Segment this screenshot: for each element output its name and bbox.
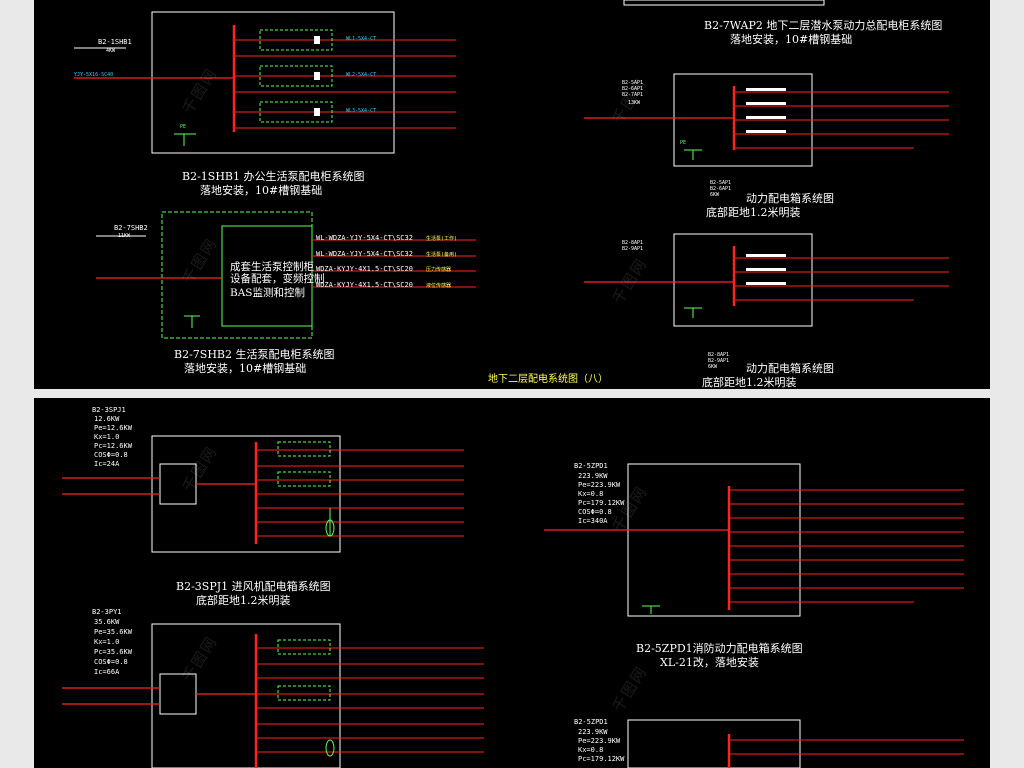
diag6-param: Pe=12.6KW	[94, 424, 132, 432]
diag4-install: 落地安装，10#槽钢基础	[184, 362, 307, 375]
diag9-param: Pc=179.12KW	[578, 755, 625, 763]
diag7-param: Pe=223.9KW	[578, 481, 621, 489]
diag4-tag: B2-7SHB2	[114, 224, 148, 232]
diag7-param: COSΦ=0.8	[578, 508, 612, 516]
diag9-param: Pe=223.9KW	[578, 737, 621, 745]
diag5-install: 底部距地1.2米明装	[702, 376, 797, 389]
drawing-panel-top: B2-1SHB1 4KW YJY-5X16-SC40 WL1-5X4-CT WL…	[34, 0, 990, 389]
diag1-branch-cable: WL2-5X4-CT	[346, 72, 377, 78]
diag9-param: Kx=0.8	[578, 746, 604, 754]
diag8-param: Ic=66A	[94, 668, 120, 676]
diag9-tag: B2-5ZPD1	[574, 718, 608, 726]
diag6-param: Ic=24A	[94, 460, 120, 468]
drawing-panel-bottom: B2-3SPJ1 12.6KW Pe=12.6KW Kx=1.0 Pc=12.6…	[34, 398, 990, 768]
diag8-param: 35.6KW	[94, 618, 120, 626]
diag8-param: Pc=35.6KW	[94, 648, 132, 656]
diag8-tag: B2-3PY1	[92, 608, 122, 616]
diag2-tag: B2-5AP1	[622, 80, 644, 86]
diag4-inner-line: 设备配套，变频控制	[230, 273, 325, 285]
diag1-incoming-label: YJY-5X16-SC40	[74, 72, 114, 78]
bottom-wiring-svg	[62, 435, 964, 768]
diag8-param: Pe=35.6KW	[94, 628, 132, 636]
diag6-tag: B2-3SPJ1	[92, 406, 126, 414]
diag9-param: 223.9KW	[578, 728, 608, 736]
diag6-param: COSΦ=0.8	[94, 451, 128, 459]
sheet-title: 地下二层配电系统图（八）	[488, 374, 608, 385]
diag2-caption: B2-7WAP2 地下二层潜水泵动力总配电柜系统图	[704, 19, 943, 32]
diag5-kw: 6KW	[708, 364, 718, 370]
diag7-caption: B2-5ZPD1消防动力配电箱系统图	[636, 642, 803, 655]
diag4-inner-line: BAS监测和控制	[230, 287, 305, 299]
diag4-cable: WDZA-KYJY-4X1.5-CT\SC20	[316, 281, 413, 289]
diag7-param: 223.9KW	[578, 472, 608, 480]
diag4-load: 生活泵(工作)	[426, 236, 458, 242]
diag4-load: 液位传感器	[426, 283, 452, 289]
diag6-param: Pc=12.6KW	[94, 442, 132, 450]
diag2-install: 落地安装，10#槽钢基础	[730, 33, 853, 46]
diag4-load: 压力传感器	[426, 267, 452, 273]
top-wiring-svg	[74, 0, 949, 339]
diag1-kw: 4KW	[106, 48, 116, 54]
diag6-caption: B2-3SPJ1 进风机配电箱系统图	[176, 580, 331, 593]
diag7-install: XL-21改，落地安装	[660, 656, 759, 669]
diag7-param: Pc=179.12KW	[578, 499, 625, 507]
diag1-branch-cable: WL3-5X4-CT	[346, 108, 377, 114]
diag3-caption: 动力配电箱系统图	[746, 192, 834, 205]
diag5-side-tag: B2-9AP1	[622, 246, 644, 252]
diag1-install: 落地安装，10#槽钢基础	[200, 184, 323, 197]
diag6-param: Kx=1.0	[94, 433, 120, 441]
diag4-cable: WL-WDZA-YJY-5X4-CT\SC32	[316, 250, 413, 258]
diag4-kw: 11KW	[118, 233, 131, 239]
diag5-tag: B2-9AP1	[708, 358, 730, 364]
diag7-param: Ic=340A	[578, 517, 608, 525]
diag5-side-tag: B2-8AP1	[622, 240, 644, 246]
diag3-install: 底部距地1.2米明装	[706, 206, 801, 219]
diag3-kw: 6KW	[710, 192, 720, 198]
diag4-inner-line: 成套生活泵控制柜	[230, 261, 314, 273]
diag1-caption: B2-1SHB1 办公生活泵配电柜系统图	[182, 170, 365, 183]
diag5-caption: 动力配电箱系统图	[746, 362, 834, 375]
diag8-param: Kx=1.0	[94, 638, 120, 646]
diag6-install: 底部距地1.2米明装	[196, 594, 291, 607]
diag2-tag: B2-7AP1	[622, 92, 644, 98]
diag2-kw: 13KW	[628, 100, 641, 106]
diag1-branch-cable: WL1-5X4-CT	[346, 36, 377, 42]
diag3-tag: B2-6AP1	[710, 186, 732, 192]
diag1-pe-label: PE	[180, 124, 187, 130]
diag2-pe-label: PE	[680, 140, 687, 146]
diag8-param: COSΦ=0.8	[94, 658, 128, 666]
diag1-tag: B2-1SHB1	[98, 38, 132, 46]
diag3-tag: B2-5AP1	[710, 180, 732, 186]
diag2-tag: B2-6AP1	[622, 86, 644, 92]
diag7-tag: B2-5ZPD1	[574, 462, 608, 470]
diag4-cable: WL-WDZA-YJY-5X4-CT\SC32	[316, 234, 413, 242]
diag4-load: 生活泵(备用)	[426, 252, 458, 258]
diag7-param: Kx=0.8	[578, 490, 604, 498]
diag5-tag: B2-8AP1	[708, 352, 730, 358]
diag4-caption: B2-7SHB2 生活泵配电柜系统图	[174, 348, 335, 361]
diag6-param: 12.6KW	[94, 415, 120, 423]
diag4-cable: WDZA-KYJY-4X1.5-CT\SC20	[316, 265, 413, 273]
